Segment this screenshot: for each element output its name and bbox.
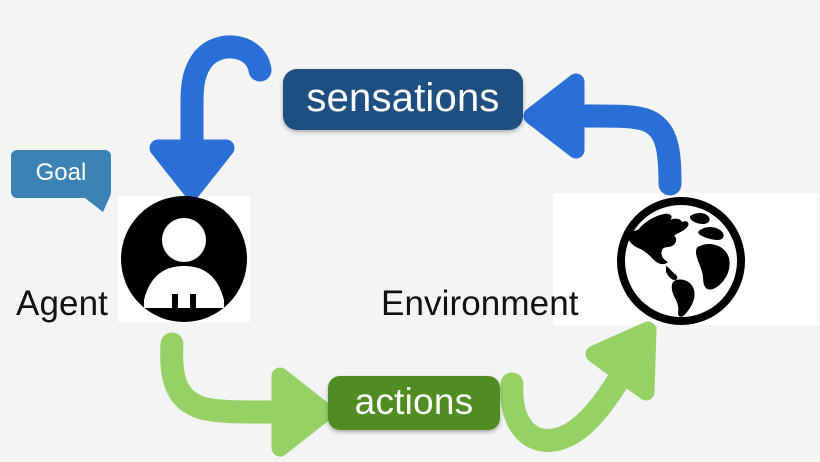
sensations-arrow-to-agent bbox=[149, 35, 272, 200]
globe-icon bbox=[617, 197, 745, 325]
sensations-pill[interactable]: sensations bbox=[283, 69, 523, 130]
person-icon bbox=[121, 196, 247, 322]
sensations-arrow-from-environment bbox=[523, 73, 682, 196]
goal-bubble-shape bbox=[11, 150, 111, 212]
actions-pill[interactable]: actions bbox=[328, 376, 500, 430]
actions-arrow-to-environment bbox=[500, 321, 657, 452]
environment-label: Environment bbox=[381, 284, 579, 323]
agent-label: Agent bbox=[16, 284, 108, 323]
goal-label: Goal bbox=[35, 159, 87, 186]
actions-arrow-from-agent bbox=[160, 332, 335, 457]
goal-callout: Goal bbox=[11, 150, 119, 220]
